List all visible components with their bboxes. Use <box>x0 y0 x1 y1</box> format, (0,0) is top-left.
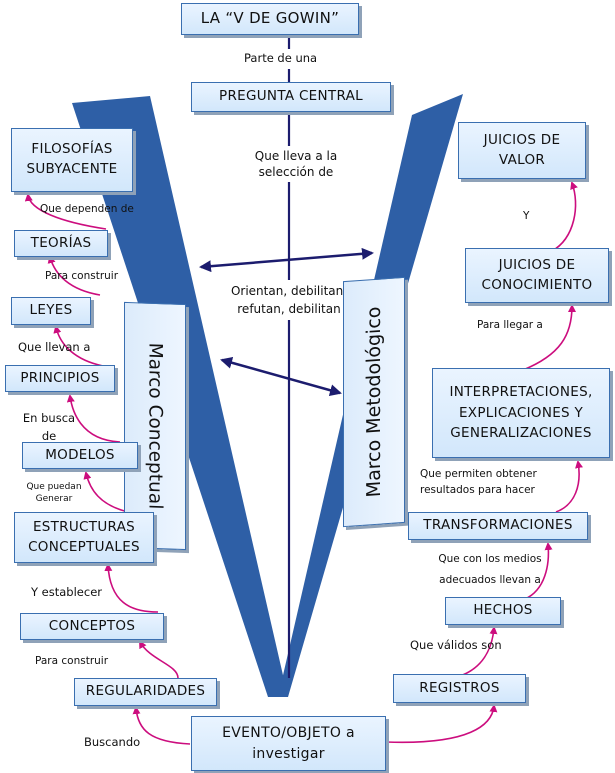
node-conceptos: CONCEPTOS <box>20 613 164 640</box>
connector-conceptos-estructuras <box>104 563 159 613</box>
connector-transformaciones-interpretaciones <box>555 460 583 513</box>
connector-principios-leyes <box>53 325 104 367</box>
link-para-construir-1: Para construir <box>35 655 109 667</box>
label-parte-de-una: Parte de una <box>244 49 318 69</box>
central-question-box: PREGUNTA CENTRAL <box>191 82 391 112</box>
node-filosofias: FILOSOFÍAS SUBYACENTE <box>11 128 133 192</box>
node-transformaciones: TRANSFORMACIONES <box>408 512 588 540</box>
node-modelos: MODELOS <box>22 442 138 469</box>
event-object-box: EVENTO/OBJETO a investigar <box>191 716 386 771</box>
link-en-busca-de: En busca de <box>22 411 76 443</box>
orient-arrow-upper <box>199 247 374 273</box>
link-que-puedan-generar: Que puedan Generar <box>26 482 82 505</box>
connector-event-regularidades <box>132 706 191 745</box>
label-lleva-seleccion: Que lleva a la selección de <box>249 146 343 183</box>
node-regularidades: REGULARIDADES <box>74 678 217 706</box>
connector-juicios-conocimiento-juicios-valor <box>551 181 578 252</box>
connector-estructuras-modelos <box>83 471 129 513</box>
connector-teorias-filosofias <box>24 193 107 230</box>
orient-arrow-lower <box>220 356 342 397</box>
connector-registros-hechos <box>459 626 498 677</box>
label-orientan: Orientan, debilitan, refutan, debilitan <box>224 280 354 320</box>
marco-conceptual-label: Marco Conceptual <box>144 342 166 510</box>
node-leyes: LEYES <box>11 297 91 325</box>
link-y: Y <box>523 210 530 222</box>
link-que-con-los-medios: Que con los medios adecuados llevan a <box>438 553 542 586</box>
link-que-dependen-de: Que dependen de <box>40 203 134 215</box>
connector-interpretaciones-juicios-conocimiento <box>522 304 576 371</box>
node-juicios-conocimiento: JUICIOS DE CONOCIMIENTO <box>465 248 609 303</box>
connector-event-registros <box>385 704 498 744</box>
link-buscando: Buscando <box>84 735 141 749</box>
node-teorias: TEORÍAS <box>14 230 108 257</box>
connector-regularidades-conceptos <box>139 640 179 679</box>
node-registros: REGISTROS <box>393 674 526 703</box>
connector-modelos-principios <box>66 394 121 443</box>
link-que-permiten: Que permiten obtener resultados para hac… <box>420 468 537 496</box>
diagram-title: LA “V DE GOWIN” <box>181 3 359 35</box>
link-que-validos-son: Que válidos son <box>410 638 502 652</box>
connector-leyes-teorias <box>47 255 101 296</box>
link-y-establecer: Y establecer <box>31 585 102 599</box>
node-hechos: HECHOS <box>445 597 561 625</box>
link-para-construir-2: Para construir <box>45 270 119 282</box>
node-interpretaciones: INTERPRETACIONES, EXPLICACIONES Y GENERA… <box>432 368 610 458</box>
link-que-llevan-a: Que llevan a <box>18 340 91 354</box>
marco-metodologico-frame: Marco Metodológico <box>343 276 405 528</box>
marco-metodologico-label: Marco Metodológico <box>363 305 385 499</box>
node-estructuras: ESTRUCTURAS CONCEPTUALES <box>14 512 154 563</box>
connector-hechos-transformaciones <box>524 542 553 600</box>
node-juicios-valor: JUICIOS DE VALOR <box>458 122 586 179</box>
node-principios: PRINCIPIOS <box>5 365 115 392</box>
link-para-llegar-a: Para llegar a <box>477 319 543 331</box>
